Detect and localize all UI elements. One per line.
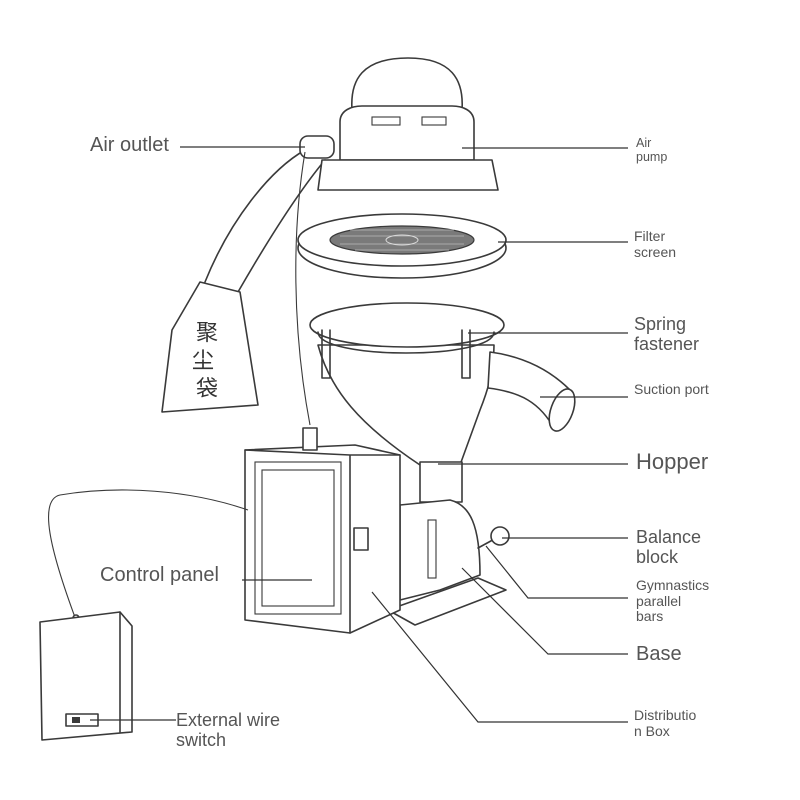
label-distribution-box: Distributio n Box	[634, 707, 697, 739]
label-control-panel: Control panel	[100, 564, 219, 586]
label-suction-port: Suction port	[634, 381, 709, 397]
air-outlet-nozzle	[295, 135, 335, 426]
control-box	[244, 427, 401, 634]
dust-bag-char-2: 尘	[192, 349, 214, 374]
dust-bag-char-1: 聚	[196, 321, 218, 346]
air-pump	[317, 57, 499, 191]
external-switch	[39, 489, 249, 741]
dust-bag: 聚 尘 袋	[161, 149, 326, 413]
label-external-wire-switch: External wire switch	[176, 710, 281, 751]
dust-bag-char-3: 袋	[196, 377, 218, 402]
label-air-pump: Air pump	[636, 136, 668, 164]
hopper	[309, 302, 576, 503]
base	[387, 499, 510, 626]
label-hopper: Hopper	[636, 449, 709, 474]
leader-lines	[90, 146, 628, 723]
filter-screen	[297, 213, 507, 279]
label-gymnastics-parallel-bars: Gymnastics parallel bars	[636, 577, 710, 625]
label-balance-block: Balance block	[636, 527, 702, 568]
label-base: Base	[636, 643, 682, 665]
label-spring-fastener: Spring fastener	[634, 314, 700, 355]
label-filter-screen: Filter screen	[634, 228, 677, 260]
label-air-outlet: Air outlet	[90, 134, 169, 156]
